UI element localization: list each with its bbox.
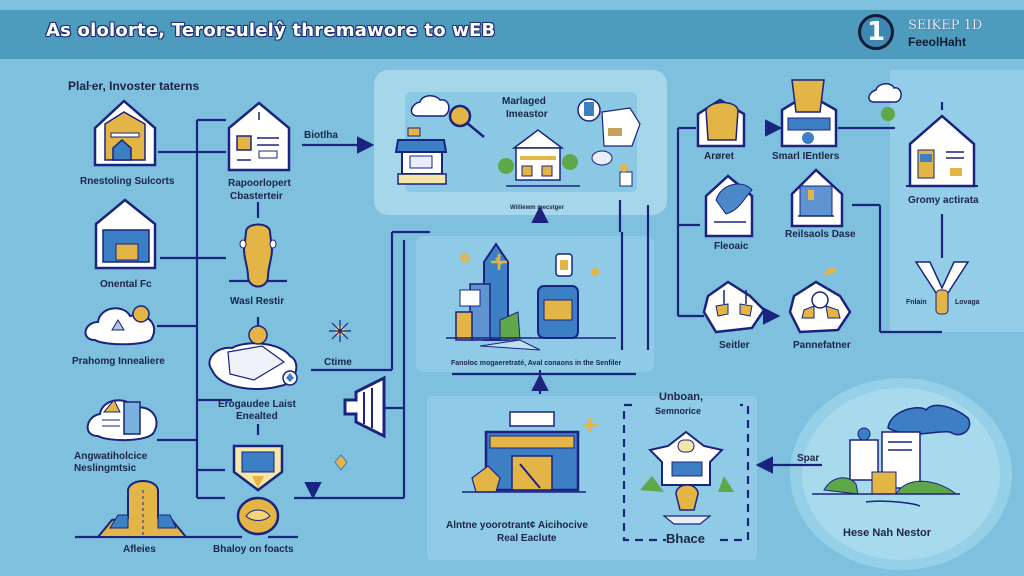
- middle-node-1-label-2: Cbasterteir: [230, 191, 283, 202]
- middle-node-3-label-2: Enealted: [236, 411, 278, 422]
- center-mid-caption: Fanoloc mogaeretraté, Aval conaons in th…: [451, 360, 622, 367]
- right-node-4-label: Reilsaols Dase: [785, 229, 856, 240]
- hands-icon: [702, 280, 766, 334]
- chat-bubble-icon: [591, 150, 613, 166]
- right-node-2-label: Smarl IEntlers: [772, 151, 840, 162]
- left-node-4-label-2: Neslingmtsic: [74, 463, 137, 474]
- logo-icon: 1: [858, 14, 894, 50]
- map-coin-icon: [208, 325, 298, 390]
- center-bottom-caption-1: Alntne yoorotrant¢ Aicihocive: [446, 520, 588, 531]
- storefront-icon: [462, 411, 597, 493]
- center-top-caption: Wiiliewm mecstger: [510, 205, 564, 211]
- fork-icon: [914, 261, 970, 315]
- bank-building-icon: [498, 129, 580, 187]
- speaker-icon: [343, 375, 386, 439]
- house-document-icon: [394, 127, 448, 185]
- right-node-6-label: Pannefatner: [793, 340, 851, 351]
- dashed-frame: [622, 403, 750, 542]
- middle-node-3-label-1: Erogaudee Laist: [218, 399, 296, 410]
- connector-label-ctime: Ctime: [324, 357, 352, 368]
- pot-icon: [696, 98, 746, 148]
- house-shelf-icon: [906, 114, 978, 188]
- bird-icon: [704, 174, 754, 238]
- document-house-icon: [227, 101, 291, 172]
- right-node-1-label: Arøret: [704, 151, 735, 162]
- right-node-5-label: Seitler: [719, 340, 750, 351]
- cloud-icon: [410, 95, 450, 117]
- map-paper-icon: [601, 107, 641, 147]
- fork-left-label: Fnlain: [906, 299, 927, 306]
- figure-icon: [239, 223, 277, 288]
- cloud-coin-icon: [84, 305, 155, 346]
- mountain-icon: [95, 480, 189, 538]
- section-label: Plaŀer, Invoster taterns: [68, 79, 200, 93]
- house-hand-icon: [640, 430, 734, 525]
- left-node-5-label: Afleies: [123, 544, 156, 555]
- dashed-panel-caption: Bhace: [666, 531, 706, 546]
- city-skyline-icon: [446, 242, 616, 351]
- logo-text-line1: SEIKEP 1D: [908, 18, 983, 33]
- sparkle-icon-2: [334, 454, 348, 471]
- far-right-panel: [890, 70, 1024, 332]
- page-title: As ololorte, Terorsulelŷ thremawore to w…: [46, 20, 496, 41]
- person-badge-icon: [577, 98, 601, 122]
- left-node-3-label: Prahomg Innealiere: [72, 356, 165, 367]
- dashed-panel-title-2: Semnorice: [655, 406, 702, 416]
- middle-node-2-label: Wasl Restir: [230, 296, 285, 307]
- connector-label-biotlha: Biotlha: [304, 130, 338, 141]
- garage-icon: [94, 198, 157, 270]
- center-top-title-2: Imeastor: [506, 109, 548, 120]
- sparkle-icon: [329, 320, 351, 342]
- left-node-2-label: Onental Fc: [100, 279, 152, 290]
- fork-right-label: Lovaga: [955, 299, 980, 306]
- cloud-tree-icon: [868, 83, 902, 121]
- magnifier-icon: [448, 104, 485, 138]
- left-node-4-label-1: Angwatiholcice: [74, 451, 148, 462]
- factory-icon: [812, 404, 971, 507]
- handshake-icon: [788, 267, 852, 334]
- city-house-icon: [790, 168, 844, 228]
- spar-label: Spar: [797, 453, 820, 464]
- desk-icon: [780, 79, 838, 148]
- middle-node-5-label: Bhaloy on foacts: [213, 544, 294, 555]
- header-band: [0, 10, 1024, 59]
- bowl-icon: [236, 496, 280, 536]
- cloud-document-icon: [86, 399, 158, 442]
- far-right-house-label: Gromy actirata: [908, 195, 979, 206]
- circle-panel-caption: Hese Nah Nestor: [843, 527, 932, 539]
- middle-node-1-label-1: Rapoorlopert: [228, 178, 291, 189]
- center-bottom-caption-2: Real Eaclute: [497, 533, 557, 544]
- warehouse-icon: [93, 99, 157, 167]
- center-top-title-1: Marlaged: [502, 96, 546, 107]
- shield-icon: [232, 444, 284, 492]
- logo-text-line2: FeeolHaht: [908, 35, 967, 49]
- right-node-3-label: Fleoaic: [714, 241, 749, 252]
- figure-small-icon: [619, 164, 633, 187]
- dashed-panel-title-1: Unboan,: [659, 391, 703, 403]
- left-node-1-label: Rnestoling Sulcorts: [80, 176, 175, 187]
